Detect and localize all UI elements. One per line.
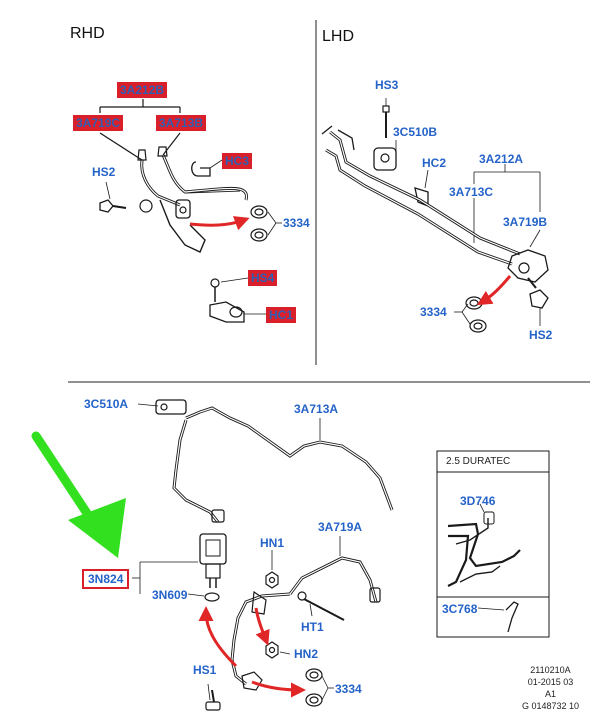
lower-clamp-label[interactable]: 3C510A	[84, 397, 129, 411]
lower-assembly	[132, 399, 394, 711]
ref-line-3: A1	[544, 689, 556, 699]
lower-bolt-label[interactable]: HT1	[301, 620, 324, 634]
lower-red-arrow-nut	[254, 607, 270, 646]
inset-title: 2.5 DURATEC	[446, 456, 511, 467]
lower-nut1-label[interactable]: HN1	[260, 536, 285, 550]
lhd-screw-top-label[interactable]: HS3	[375, 78, 399, 92]
ref-line-2: 01-2015 03	[527, 677, 574, 687]
lower-sensor-label[interactable]: 3N824	[82, 569, 130, 589]
lower-red-arrow-seal	[251, 680, 306, 698]
lhd-seal-label[interactable]: 3334	[420, 305, 447, 319]
lower-seal-label[interactable]: 3334	[335, 682, 362, 696]
rhd-screw-left-label[interactable]: HS2	[92, 165, 116, 179]
lhd-clip-label[interactable]: HC2	[422, 156, 447, 170]
rhd-hose-main-label[interactable]: 3A212B	[117, 82, 168, 98]
lower-hose-right-label[interactable]: 3A719A	[318, 520, 363, 534]
lhd-hose-mid-label[interactable]: 3A713C	[449, 185, 494, 199]
rhd-clip-bottom-label[interactable]: HC1	[266, 307, 297, 323]
lower-red-arrow-sensor	[198, 606, 238, 668]
lhd-title: LHD	[322, 28, 355, 45]
ref-line-1: 2110210A	[530, 665, 571, 675]
rhd-seal-label[interactable]: 3334	[283, 216, 310, 230]
inset-hose-label[interactable]: 3D746	[460, 494, 496, 508]
inset-bracket-label[interactable]: 3C768	[442, 602, 478, 616]
lower-hose-upper-label[interactable]: 3A713A	[294, 402, 339, 416]
panel-dividers	[68, 20, 590, 383]
rhd-title: RHD	[70, 25, 105, 42]
lower-sensor-seal-label[interactable]: 3N609	[152, 588, 188, 602]
drawing-reference: 2110210A 01-2015 03 A1 G 0148732 10	[522, 664, 579, 712]
rhd-screw-bottom-label[interactable]: HS4	[248, 270, 278, 286]
ref-line-4: G 0148732 10	[521, 701, 579, 711]
rhd-hose-left-label[interactable]: 3A719C	[73, 115, 124, 131]
rhd-hose-right-label[interactable]: 3A713B	[156, 115, 207, 131]
rhd-clip-top-label[interactable]: HC3	[222, 153, 253, 169]
lower-nut2-label[interactable]: HN2	[294, 647, 319, 661]
lhd-clamp-label[interactable]: 3C510B	[393, 125, 438, 139]
lhd-hose-right-label[interactable]: 3A719B	[503, 215, 548, 229]
lhd-screw-bottom-label[interactable]: HS2	[529, 328, 553, 342]
lower-screw-label[interactable]: HS1	[193, 663, 217, 677]
lhd-hose-main-label[interactable]: 3A212A	[479, 152, 524, 166]
green-pointer-arrow	[31, 431, 126, 558]
inset-duratec	[436, 450, 550, 638]
lhd-red-arrow	[476, 275, 512, 306]
rhd-assembly	[99, 99, 282, 323]
lhd-assembly	[321, 98, 549, 333]
rhd-red-arrow	[189, 216, 250, 231]
